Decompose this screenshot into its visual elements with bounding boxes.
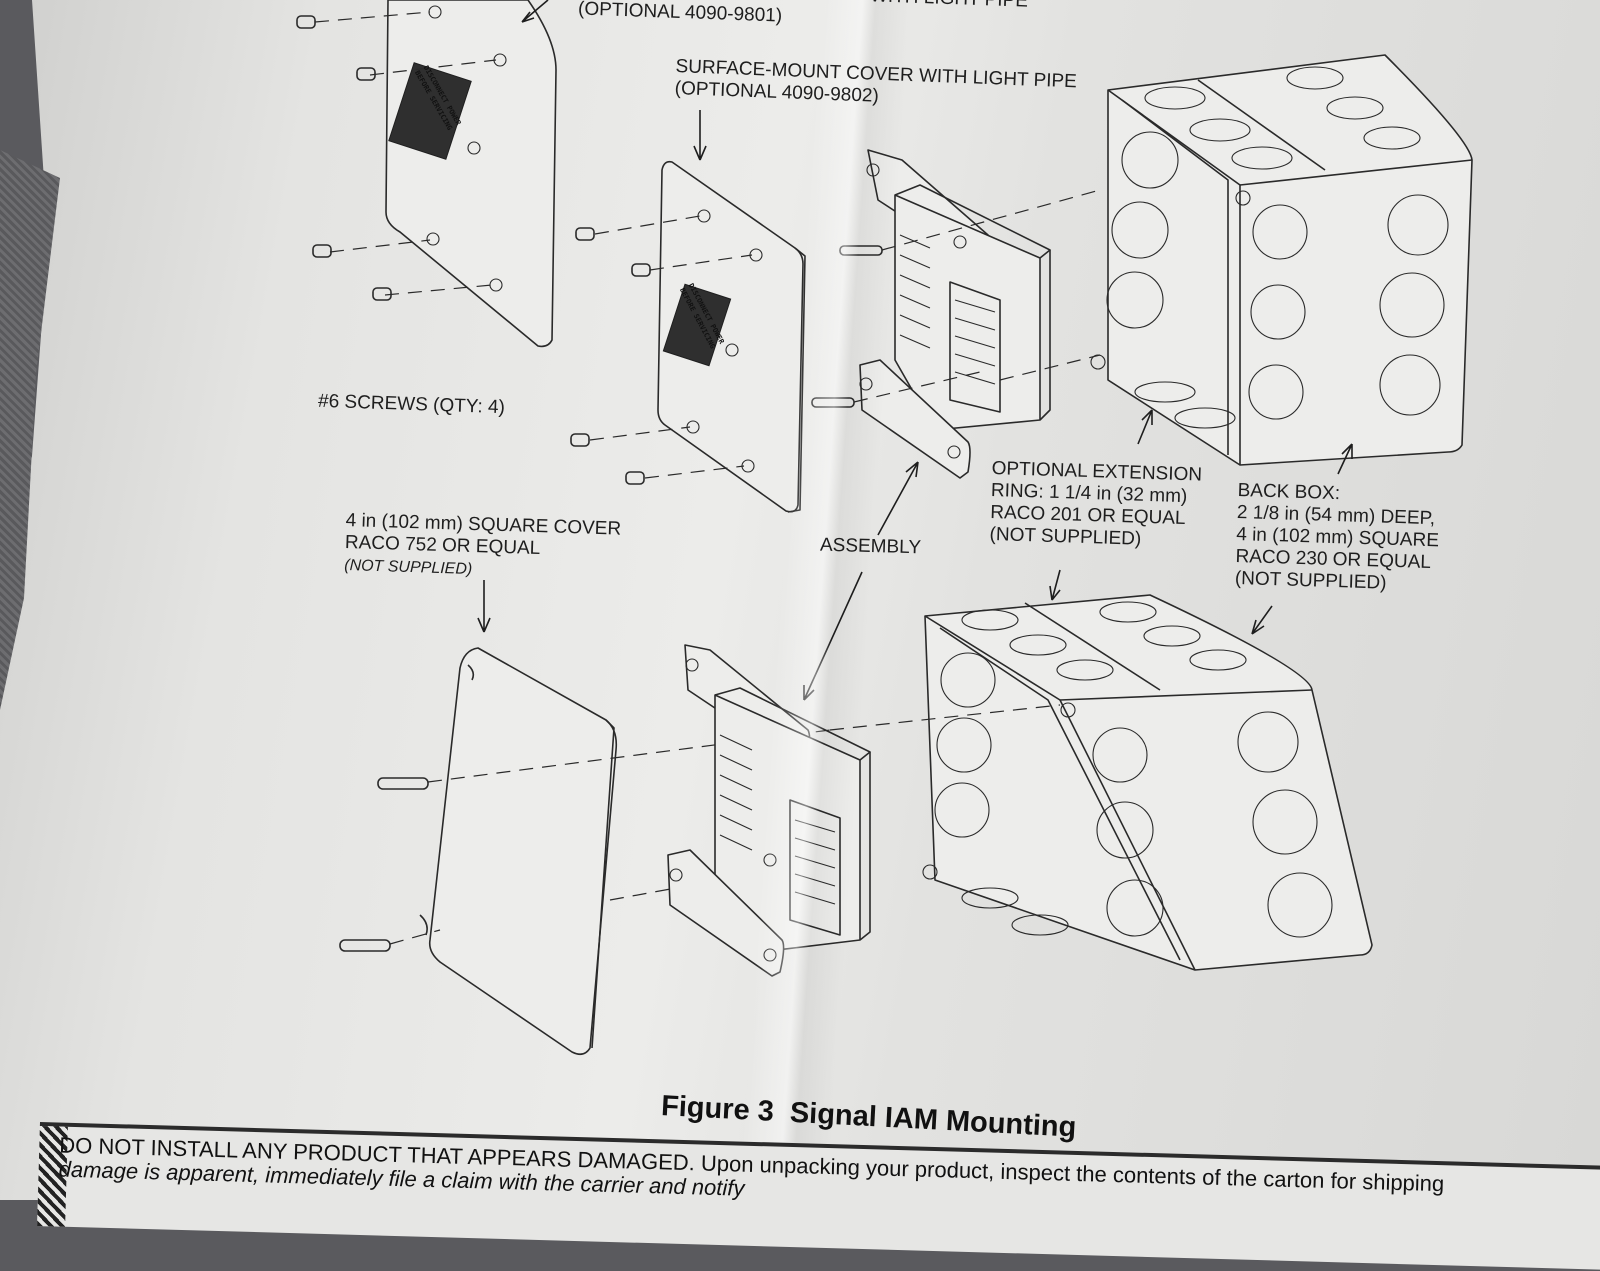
iam-assembly-top (859, 149, 1051, 479)
label-extension-ring: OPTIONAL EXTENSION RING: 1 1/4 in (32 mm… (989, 458, 1202, 553)
arrow-backbox-bottom (1251, 605, 1273, 635)
figure-number: Figure 3 (660, 1090, 775, 1128)
label-square-cover-line3: (NOT SUPPLIED) (343, 556, 473, 578)
label-back-box: BACK BOX: 2 1/8 in (54 mm) DEEP, 4 in (1… (1235, 480, 1441, 596)
screws-assembly-top (811, 189, 1101, 408)
label-extension-line4: (NOT SUPPLIED) (989, 523, 1142, 550)
mounting-diagram (296, 0, 1473, 1056)
arrow-top-plate (521, 0, 549, 23)
arrow-assembly-bottom (803, 571, 863, 701)
surface-mount-cover (657, 160, 806, 513)
label-backbox-line5: (NOT SUPPLIED) (1234, 567, 1387, 594)
arrow-assembly-top (877, 461, 919, 536)
iam-assembly-bottom (667, 644, 871, 977)
back-box-top (1090, 54, 1473, 466)
arrow-extension-top (1137, 409, 1153, 445)
screws-surface-cover (570, 215, 753, 485)
label-backbox-line1: BACK BOX: (1237, 480, 1341, 505)
back-box-bottom (922, 594, 1373, 971)
alignment-line-bottom (829, 704, 1061, 731)
arrow-backbox-top (1337, 443, 1353, 475)
arrow-extension-bottom (1049, 569, 1061, 601)
flush-cover-plate-top (385, 0, 557, 348)
label-square-cover: 4 in (102 mm) SQUARE COVER RACO 752 OR E… (343, 510, 621, 586)
arrow-square-cover (477, 580, 491, 633)
label-assembly: ASSEMBLY (819, 534, 922, 559)
square-cover-bottom (419, 647, 618, 1056)
screws-top-plate (296, 11, 497, 301)
arrow-surface-cover (693, 110, 707, 161)
